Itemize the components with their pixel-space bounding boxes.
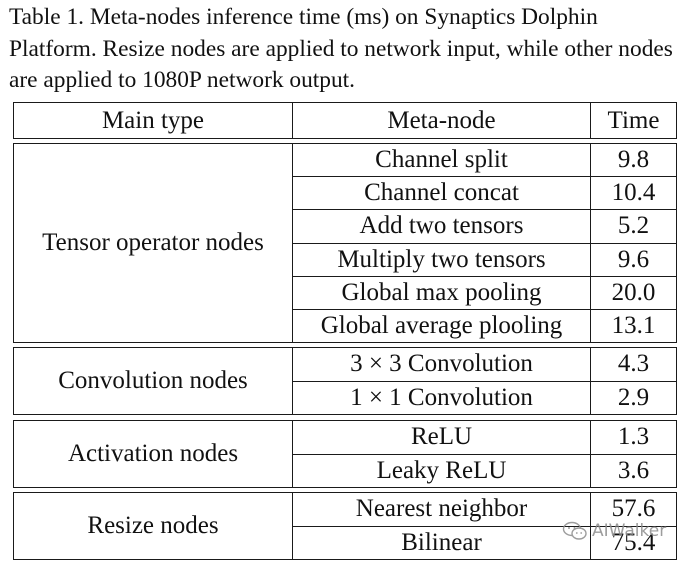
time-cell: 3.6 <box>617 456 650 484</box>
time-cell: 4.3 <box>617 350 650 378</box>
table-row: Leaky ReLU 3.6 <box>293 454 676 487</box>
meta-node-cell: Bilinear <box>293 526 591 559</box>
table-row: Add two tensors 5.2 <box>293 210 676 244</box>
main-type-cell: Convolution nodes <box>14 348 293 414</box>
group-activation: Activation nodes ReLU 1.3 Leaky ReLU 3.6 <box>13 420 677 488</box>
table-row: 1 × 1 Convolution 2.9 <box>293 381 676 414</box>
meta-node-cell: Global max pooling <box>293 276 591 309</box>
time-cell: 5.2 <box>617 212 650 240</box>
table-row: ReLU 1.3 <box>293 421 676 455</box>
meta-node-cell: Channel concat <box>293 177 591 210</box>
table-row: Channel split 9.8 <box>293 144 676 178</box>
wechat-icon <box>562 521 587 540</box>
time-cell: 13.1 <box>611 311 656 339</box>
meta-node-cell: Nearest neighbor <box>293 493 591 526</box>
time-cell: 10.4 <box>611 179 656 207</box>
meta-node-cell: Leaky ReLU <box>293 454 591 487</box>
time-cell: 2.9 <box>617 383 650 411</box>
table-header: Main type Meta-node Time <box>13 102 677 139</box>
watermark-text: AIWalker <box>592 521 667 541</box>
meta-node-cell: ReLU <box>293 421 591 454</box>
table-row: Global max pooling 20.0 <box>293 276 676 310</box>
meta-node-cell: 1 × 1 Convolution <box>293 381 591 414</box>
table-row: Bilinear 75.4 <box>293 526 676 559</box>
time-cell: 57.6 <box>611 495 656 523</box>
group-resize: Resize nodes Nearest neighbor 57.6 Bilin… <box>13 492 677 560</box>
time-cell: 9.6 <box>617 245 650 273</box>
results-table: Main type Meta-node Time Tensor operator… <box>13 102 677 560</box>
watermark: AIWalker <box>562 521 666 541</box>
table-row: 3 × 3 Convolution 4.3 <box>293 348 676 382</box>
meta-node-cell: 3 × 3 Convolution <box>293 348 591 381</box>
group-convolution: Convolution nodes 3 × 3 Convolution 4.3 … <box>13 347 677 415</box>
header-time: Time <box>607 106 660 134</box>
header-meta-node: Meta-node <box>293 103 591 138</box>
time-cell: 75.4 <box>611 528 656 556</box>
main-type-cell: Tensor operator nodes <box>14 144 293 342</box>
table-row: Global average plooling 13.1 <box>293 309 676 343</box>
main-type-cell: Resize nodes <box>14 493 293 559</box>
time-cell: 9.8 <box>617 146 650 174</box>
table-row: Multiply two tensors 9.6 <box>293 243 676 277</box>
time-cell: 20.0 <box>611 278 656 306</box>
table-row: Channel concat 10.4 <box>293 177 676 211</box>
table-caption: Table 1. Meta-nodes inference time (ms) … <box>9 4 673 93</box>
meta-node-cell: Global average plooling <box>293 309 591 343</box>
time-cell: 1.3 <box>617 423 650 451</box>
meta-node-cell: Multiply two tensors <box>293 243 591 276</box>
table-row: Nearest neighbor 57.6 <box>293 493 676 527</box>
group-tensor-operator: Tensor operator nodes Channel split 9.8 … <box>13 143 677 343</box>
main-type-cell: Activation nodes <box>14 421 293 487</box>
meta-node-cell: Channel split <box>293 144 591 177</box>
meta-node-cell: Add two tensors <box>293 210 591 243</box>
header-main-type: Main type <box>14 103 293 138</box>
